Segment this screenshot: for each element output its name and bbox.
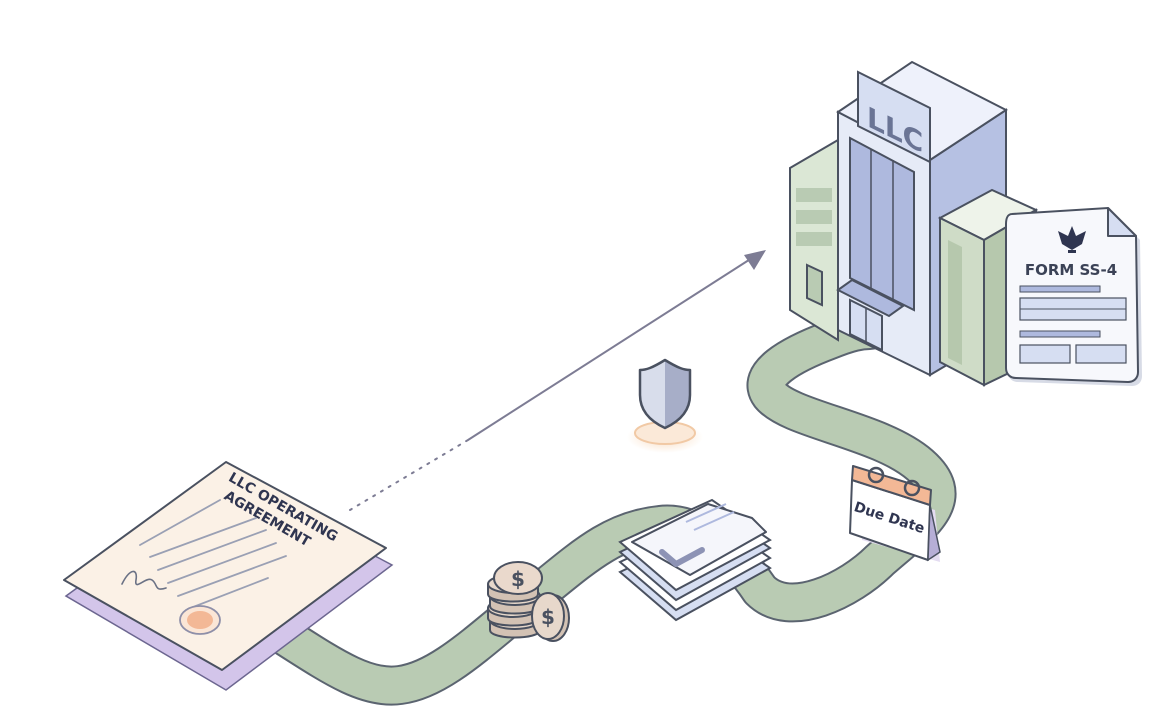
arrow-head-icon [744, 250, 766, 270]
coin-stack: $ $ [487, 561, 570, 642]
growth-arrow [349, 250, 766, 511]
shield-icon [638, 358, 692, 430]
approved-document-stack [618, 498, 772, 622]
coin-stack-left: $ [487, 561, 543, 639]
due-date-calendar: Due Date [849, 465, 941, 562]
operating-agreement-document: LLC OPERATING AGREEMENT [63, 461, 394, 691]
progress-path [255, 310, 957, 706]
llc-building: LLC [789, 60, 1039, 387]
shield-badge [627, 358, 703, 453]
calendar-ring-icon [867, 466, 885, 484]
coin-symbol: $ [511, 567, 525, 591]
signature-icon [121, 570, 167, 590]
calendar-ring-icon [903, 479, 921, 497]
coin-upright: $ [531, 592, 570, 642]
agreement-text-lines [139, 499, 287, 610]
wax-seal-icon [179, 605, 221, 635]
checkmark-icon [659, 547, 705, 567]
eagle-seal-icon [1058, 226, 1086, 253]
form-title: FORM SS-4 [1025, 261, 1117, 279]
form-ss4-document: FORM SS-4 [1005, 206, 1142, 386]
coin-symbol: $ [541, 605, 555, 629]
